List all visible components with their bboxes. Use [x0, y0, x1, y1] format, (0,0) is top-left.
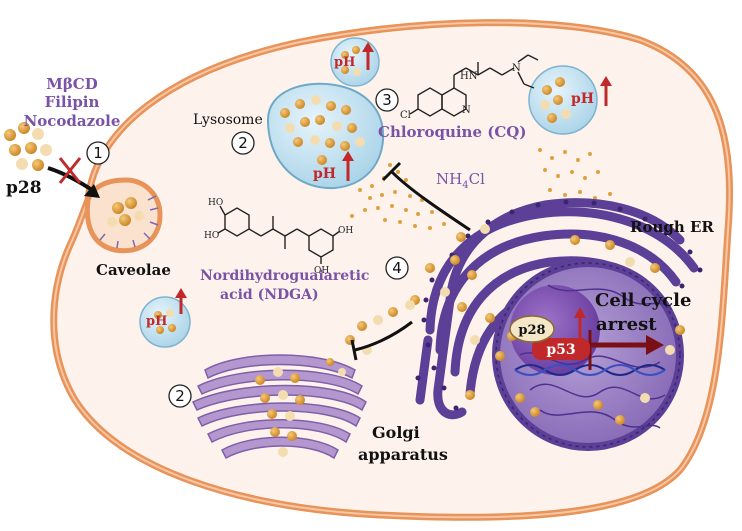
- ndga-label-line1: Nordihydroguaiaretic: [200, 268, 369, 284]
- svg-text:2: 2: [238, 134, 248, 152]
- step-circle-2-lysosome: 2: [232, 132, 254, 154]
- svg-text:4: 4: [392, 259, 402, 277]
- ph-label-lysosome: pH: [313, 166, 336, 182]
- ph-label-right: pH: [571, 91, 594, 107]
- golgi-label-line2: apparatus: [358, 445, 448, 464]
- svg-text:p28: p28: [518, 323, 545, 338]
- nh4cl-label: NH4Cl: [436, 170, 485, 191]
- ndga-ho-2: HO: [204, 231, 219, 241]
- rough-er-label: Rough ER: [630, 218, 714, 236]
- p28-label: p28: [6, 178, 42, 198]
- caveolae-label: Caveolae: [96, 261, 171, 279]
- chloroquine-label: Chloroquine (CQ): [378, 123, 526, 141]
- p28-nucleus-protein: p28: [510, 316, 554, 342]
- ph-label-top: pH: [334, 55, 355, 70]
- svg-text:p53: p53: [546, 342, 575, 358]
- ndga-label-line2: acid (NDGA): [220, 287, 319, 303]
- inhibitor-label-nocodazole: Nocodazole: [24, 112, 121, 130]
- ph-label-left: pH: [146, 314, 167, 329]
- lysosome-label: Lysosome: [193, 112, 263, 128]
- caveolae-pocket: [87, 180, 160, 251]
- svg-text:1: 1: [93, 144, 103, 162]
- cq-hn-label: HN: [460, 71, 478, 82]
- cell-cycle-label-line1: Cell cycle: [595, 290, 691, 311]
- cq-cl-label: Cl: [400, 110, 411, 121]
- svg-text:2: 2: [175, 387, 185, 405]
- svg-text:3: 3: [382, 91, 392, 109]
- step-circle-3: 3: [376, 89, 398, 111]
- inhibitor-label-mbcd: MβCD: [46, 75, 98, 93]
- step-circle-4: 4: [386, 257, 408, 279]
- cq-n-ring-label: N: [462, 105, 471, 116]
- cell-cycle-label-line2: arrest: [596, 314, 657, 335]
- step-circle-2-golgi: 2: [169, 385, 191, 407]
- step-circle-1: 1: [87, 142, 109, 164]
- ndga-ho-1: HO: [208, 198, 223, 208]
- golgi-label-line1: Golgi: [372, 423, 420, 442]
- inhibitor-label-filipin: Filipin: [45, 93, 100, 111]
- cq-n-label: N: [512, 63, 521, 74]
- ndga-oh-1: OH: [338, 226, 353, 236]
